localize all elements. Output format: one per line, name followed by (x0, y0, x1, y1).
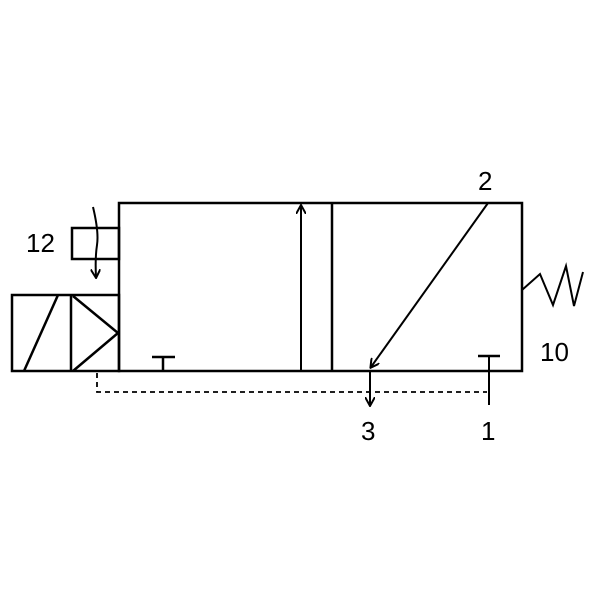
valve-body (117, 201, 524, 373)
solenoid-actuator (10, 293, 121, 373)
manual-override-arrow (93, 206, 98, 277)
label-port-1: 1 (481, 416, 495, 446)
pilot-line-dashed (96, 373, 487, 393)
label-pilot-10: 10 (540, 337, 569, 367)
spring-return (521, 262, 584, 308)
label-pilot-12: 12 (26, 228, 55, 258)
blocked-port-left (152, 355, 175, 371)
flow-arrow-diagonal (371, 202, 489, 367)
blocked-port-1 (478, 354, 500, 405)
label-port-3: 3 (361, 416, 375, 446)
label-port-2: 2 (478, 166, 492, 196)
